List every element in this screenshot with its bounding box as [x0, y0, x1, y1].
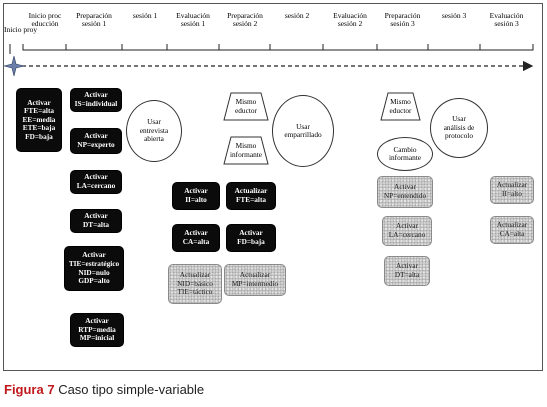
same-eductor-trapezoid-s2 — [223, 92, 269, 121]
same-eductor-trapezoid-s3 — [380, 92, 421, 121]
phase-inicio-educcion: Inicio proc educción — [28, 11, 62, 28]
phase-prep-sesion-2: Preparación sesión 2 — [227, 11, 263, 28]
phase-eval-sesion-1: Evaluación sesión 1 — [176, 11, 210, 28]
phase-eval-sesion-3: Evaluación sesión 3 — [489, 11, 524, 28]
phase-prep-sesion-1: Preparación sesión 1 — [76, 11, 112, 28]
phase-eval-sesion-2: Evaluación sesión 2 — [333, 11, 367, 28]
phase-prep-sesion-3: Preparación sesión 3 — [384, 11, 421, 28]
phase-sesion-3: sesión 3 — [441, 11, 467, 20]
same-informant-trapezoid-s2 — [223, 136, 269, 165]
timeline-brackets — [9, 44, 534, 54]
start-star-icon — [3, 55, 25, 77]
figure-number: Figura 7 — [4, 382, 55, 397]
phase-sesion-1: sesión 1 — [132, 11, 158, 20]
figure-caption: Figura 7 Caso tipo simple-variable — [4, 382, 204, 397]
phase-sesion-2: sesión 2 — [284, 11, 310, 20]
project-start-label: Inicio proy — [4, 25, 38, 34]
figure-title: Caso tipo simple-variable — [54, 382, 205, 397]
